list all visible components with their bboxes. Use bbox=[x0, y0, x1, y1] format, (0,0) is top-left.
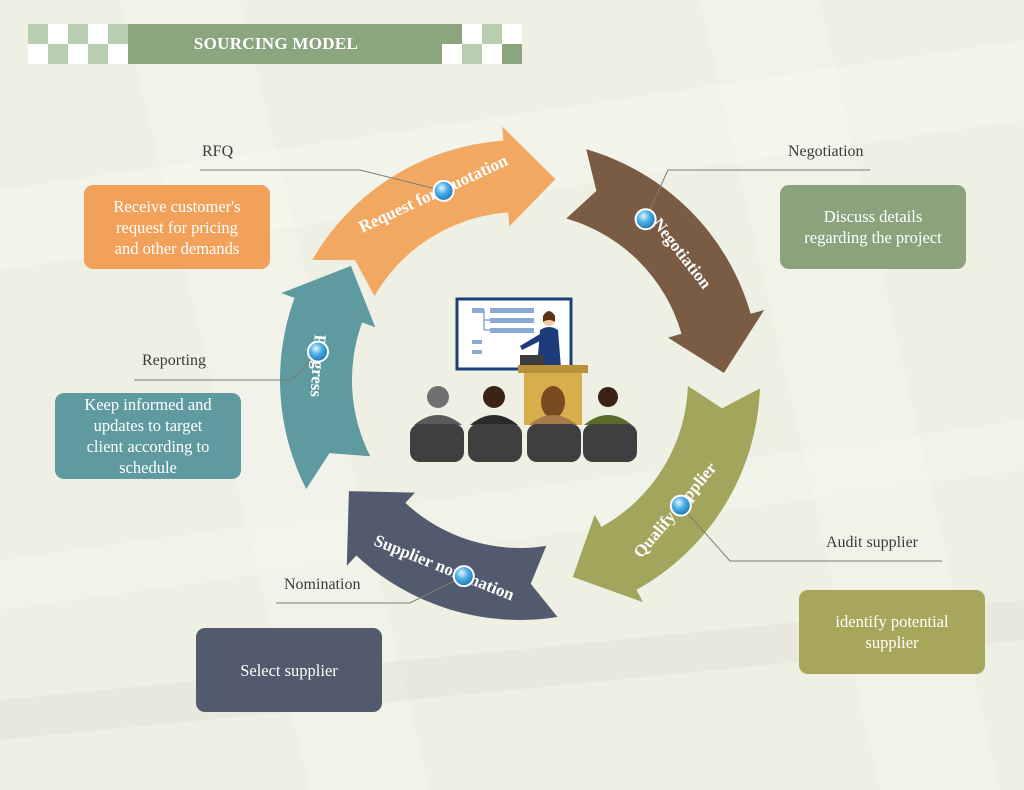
cycle-arrow-rfq bbox=[312, 126, 556, 296]
description-text: Keep informed and updates to target clie… bbox=[84, 395, 212, 477]
connector-line-negotiation bbox=[645, 169, 870, 220]
page-title: SOURCING MODEL bbox=[193, 34, 359, 53]
connector-line-progress bbox=[134, 351, 319, 381]
connector-dot-rfq bbox=[432, 179, 455, 202]
description-box-audit: identify potential supplier bbox=[799, 590, 985, 674]
description-box-negotiation: Discuss details regarding the project bbox=[780, 185, 966, 269]
cycle-arrow-qualify bbox=[572, 385, 760, 603]
description-text: Select supplier bbox=[240, 660, 338, 680]
description-text: Receive customer's request for pricing a… bbox=[113, 196, 241, 258]
connector-line-qualify bbox=[680, 505, 942, 562]
connector-line-nomination bbox=[276, 575, 465, 604]
cycle-arrow-negotiation bbox=[566, 149, 765, 373]
title-banner: SOURCING MODEL bbox=[28, 24, 522, 64]
tag-negotiation: Negotiation bbox=[788, 143, 864, 160]
description-text: Discuss details regarding the project bbox=[804, 207, 942, 247]
cycle-arrow-progress bbox=[280, 265, 376, 489]
tag-audit-supplier: Audit supplier bbox=[826, 534, 918, 551]
connector-dot-qualify bbox=[669, 494, 692, 517]
tag-rfq: RFQ bbox=[202, 143, 234, 160]
connector-dot-progress bbox=[307, 340, 329, 363]
description-box-nomination: Select supplier bbox=[196, 628, 382, 712]
title-banner-pattern bbox=[28, 24, 522, 64]
tag-nomination: Nomination bbox=[284, 576, 361, 593]
connector-dot-nomination bbox=[452, 565, 475, 588]
presentation-meeting-icon bbox=[410, 297, 637, 462]
tag-reporting: Reporting bbox=[142, 352, 206, 369]
description-box-rfq: Receive customer's request for pricing a… bbox=[84, 185, 270, 269]
connector-dot-negotiation bbox=[634, 208, 657, 231]
description-box-reporting: Keep informed and updates to target clie… bbox=[55, 393, 241, 479]
description-text: identify potential supplier bbox=[835, 612, 949, 652]
connector-line-rfq bbox=[200, 169, 444, 192]
cycle-arrow-nomination bbox=[346, 491, 558, 620]
